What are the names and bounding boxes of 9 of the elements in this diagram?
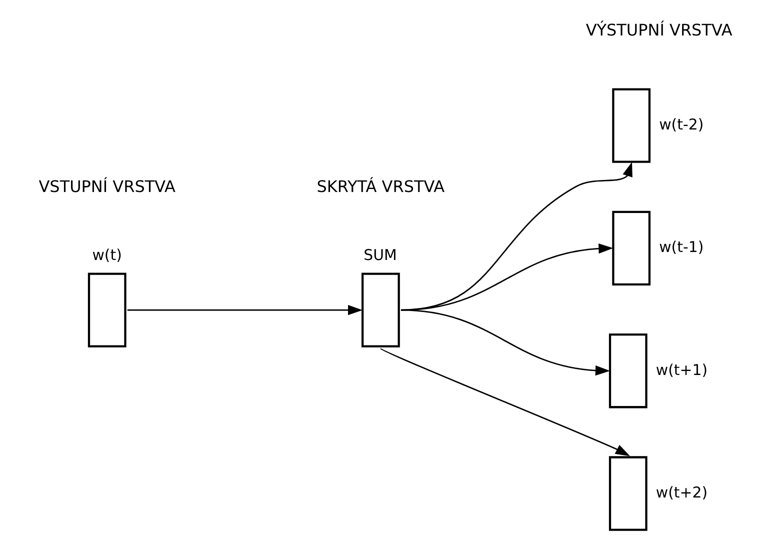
label: VÝSTUPNÍ VRSTVA (586, 20, 732, 40)
node-label: w(t+1) (656, 360, 708, 379)
node-label: w(t+2) (656, 483, 708, 502)
node-label: w(t-1) (659, 238, 704, 256)
label: VSTUPNÍ VRSTVA (38, 177, 176, 196)
node-label: w(t) (92, 246, 122, 264)
node-label: w(t-2) (659, 115, 704, 134)
label: SKRYTÁ VRSTVA (316, 177, 445, 196)
node-label: SUM (364, 246, 397, 264)
